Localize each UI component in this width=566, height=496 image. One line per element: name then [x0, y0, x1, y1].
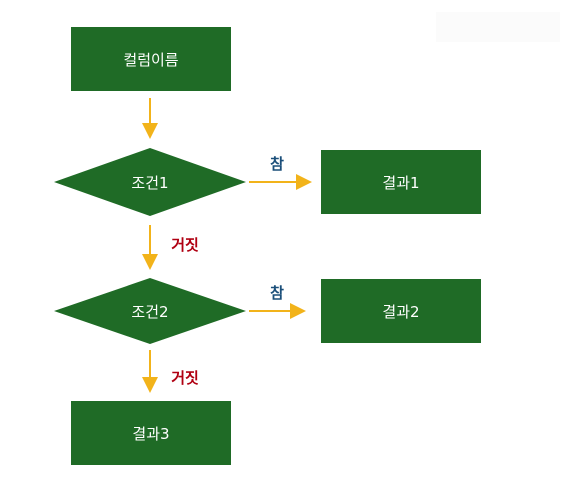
condition1-label: 조건1 [131, 173, 169, 192]
true-label-condition2: 참 [270, 283, 284, 302]
result3-node: 결과3 [71, 401, 231, 465]
result2-node-label: 결과2 [382, 302, 420, 321]
false-label-condition1: 거짓 [171, 235, 199, 254]
false-label-condition2: 거짓 [171, 368, 199, 387]
condition1-diamond [54, 148, 246, 216]
true-label-condition1: 참 [270, 154, 284, 173]
condition2-label: 조건2 [131, 302, 169, 321]
condition2-diamond [54, 278, 246, 344]
result1-node: 결과1 [321, 150, 481, 214]
start-node-label: 컬럼이름 [123, 50, 179, 69]
corner-mark [436, 12, 560, 42]
result2-node: 결과2 [321, 279, 481, 343]
result3-node-label: 결과3 [132, 424, 170, 443]
start-node: 컬럼이름 [71, 27, 231, 91]
result1-node-label: 결과1 [382, 173, 420, 192]
